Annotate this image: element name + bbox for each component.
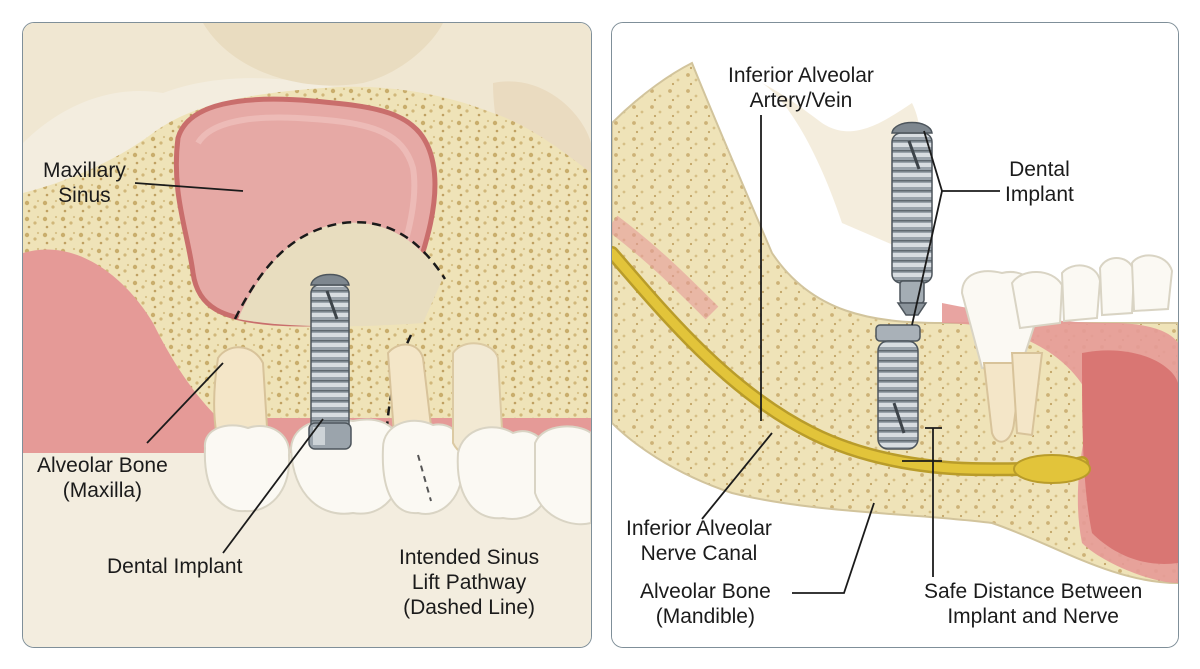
label-line: Intended Sinus <box>399 546 540 569</box>
gum-edge-left <box>612 215 719 320</box>
mental-foramen <box>1013 454 1091 484</box>
gum-tissue <box>23 227 591 453</box>
label-line: Implant and Nerve <box>947 605 1119 628</box>
label-line: Alveolar Bone <box>640 580 771 603</box>
label-line: Safe Distance Between <box>924 580 1143 603</box>
label-line: Alveolar Bone <box>37 454 168 477</box>
label-alveolar-bone-mandible: Alveolar Bone (Mandible) <box>640 579 771 629</box>
canine-crown-right <box>1060 264 1102 323</box>
premolar-crown-right <box>1010 271 1064 330</box>
label-artery-vein: Inferior Alveolar Artery/Vein <box>728 63 874 113</box>
mandible-panel: Inferior Alveolar Artery/Vein Dental Imp… <box>611 22 1179 648</box>
premolar-crown <box>203 424 291 513</box>
orbit-rim <box>203 23 443 86</box>
ramus-background <box>762 83 921 253</box>
label-line: (Maxilla) <box>62 479 143 502</box>
dental-implant-left <box>308 273 352 450</box>
label-sinus-lift-pathway: Intended Sinus Lift Pathway (Dashed Line… <box>399 545 539 620</box>
label-line: Maxillary <box>43 159 126 182</box>
leader-alveolar-bone <box>146 362 224 444</box>
label-dental-implant-right: Dental Implant <box>1005 157 1074 207</box>
incisor-crown-right-2 <box>1130 254 1174 313</box>
leader-dental-implant-top <box>923 130 943 192</box>
canine-crown <box>381 419 465 515</box>
leader-dental-implant <box>222 418 324 554</box>
label-line: Artery/Vein <box>749 89 853 112</box>
label-maxillary-sinus: Maxillary Sinus <box>43 158 126 208</box>
leader-maxillary-sinus <box>134 182 244 192</box>
premolar-root-right <box>1010 352 1044 437</box>
label-safe-distance: Safe Distance Between Implant and Nerve <box>924 579 1142 629</box>
maxilla-panel: Maxillary Sinus Alveolar Bone (Maxilla) … <box>22 22 592 648</box>
sinus-lift-dashed-line <box>233 220 447 320</box>
label-alveolar-bone-maxilla: Alveolar Bone (Maxilla) <box>37 453 168 503</box>
safe-distance-marker <box>902 427 942 462</box>
molar-root-right <box>982 362 1024 443</box>
maxilla-illustration <box>23 23 591 647</box>
label-line: Inferior Alveolar <box>728 64 874 87</box>
label-line: Implant <box>1005 183 1074 206</box>
label-line: (Dashed Line) <box>403 596 535 619</box>
leader-nerve-canal <box>701 432 773 520</box>
label-nerve-canal: Inferior Alveolar Nerve Canal <box>626 516 772 566</box>
alveolar-bone-mandible <box>612 61 1178 585</box>
sinus-highlight <box>195 114 418 265</box>
incisor-crown-right-1 <box>1098 257 1136 317</box>
label-line: Nerve Canal <box>640 542 758 565</box>
chin-cross-section <box>1082 350 1178 564</box>
label-dental-implant-left: Dental Implant <box>107 554 242 579</box>
label-line: Inferior Alveolar <box>626 517 772 540</box>
tooth-crack-line <box>417 454 432 502</box>
label-line: Dental Implant <box>107 555 243 578</box>
incisor-crown-2 <box>534 425 591 526</box>
leader-alveolar-bone-mandible <box>792 502 875 594</box>
label-line: Dental <box>1009 158 1070 181</box>
label-line: (Mandible) <box>655 605 755 628</box>
label-line: Sinus <box>58 184 111 207</box>
graft-zone <box>238 222 443 327</box>
skull-shadow <box>23 23 591 173</box>
mandible-illustration <box>612 23 1178 647</box>
label-line: Lift Pathway <box>411 571 527 594</box>
implant-fixture <box>875 324 921 450</box>
